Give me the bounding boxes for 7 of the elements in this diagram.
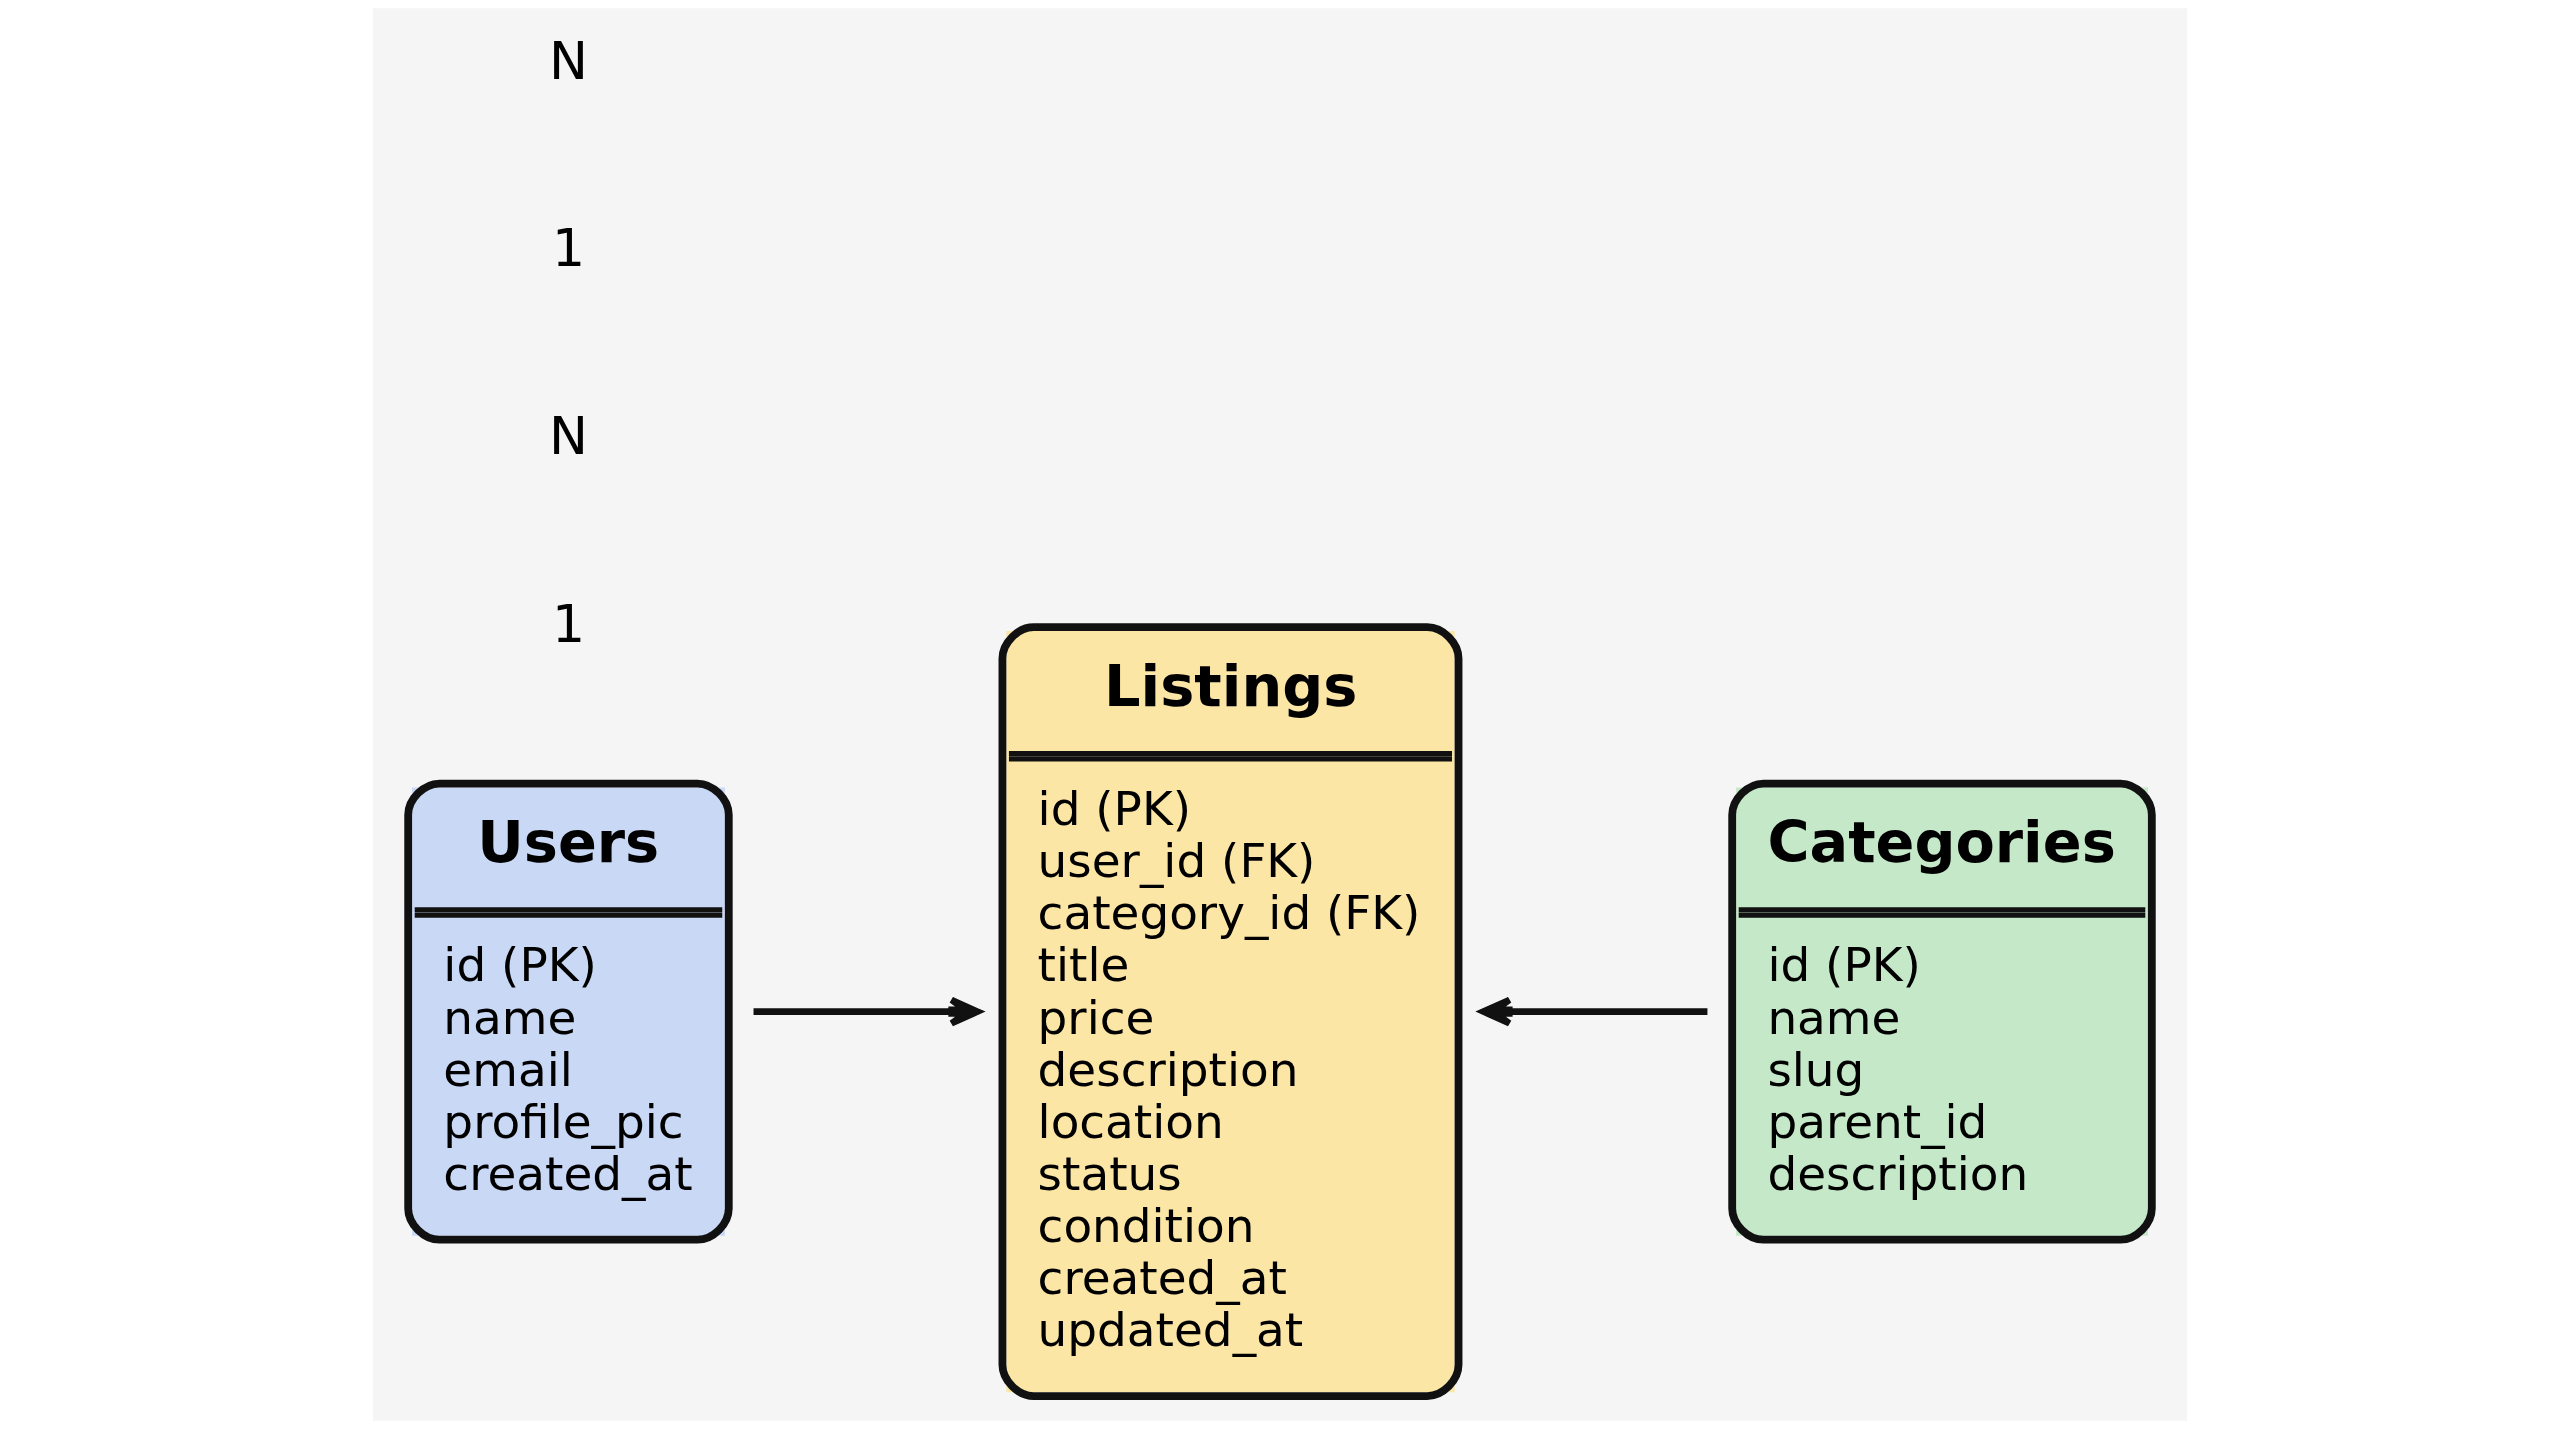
- label: 1: [551, 593, 586, 654]
- label: N: [548, 405, 588, 466]
- node-box: Users id (PK) name email profile_pic created_at: [404, 779, 733, 1244]
- label: 1: [551, 218, 586, 279]
- node-box: Categories id (PK) name slug parent_id description: [1728, 779, 2156, 1244]
- label: N: [548, 30, 588, 91]
- node-box: Listings id (PK) user_id (FK) category_id (FK) title price description location status condition created_at updated_at: [998, 623, 1463, 1400]
